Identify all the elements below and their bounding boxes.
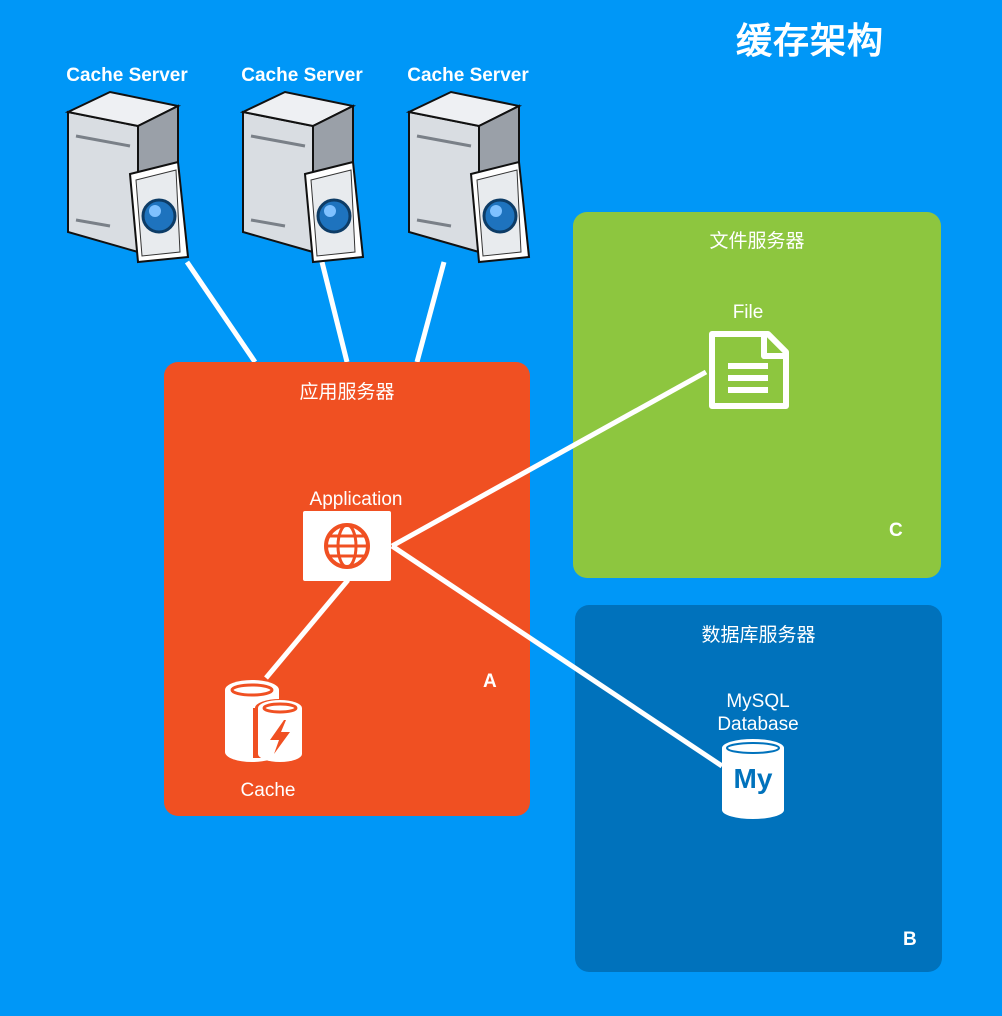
connector-app-db — [390, 543, 724, 769]
file-server-title: 文件服务器 — [709, 231, 805, 252]
app-server-letter: A — [483, 671, 497, 692]
diagram-title: 缓存架构 — [735, 20, 884, 61]
mysql-icon-text: My — [734, 763, 773, 794]
application-label: Application — [309, 489, 403, 510]
cache-server-label-3: Cache Server — [407, 65, 529, 86]
cache-server-label-2: Cache Server — [241, 65, 363, 86]
server-icon[interactable] — [60, 90, 190, 264]
connector-app-file — [390, 369, 708, 549]
mysql-icon[interactable]: My — [720, 738, 786, 820]
file-server-letter: C — [889, 520, 903, 541]
connector-server2-app — [319, 261, 350, 363]
connector-server1-app — [184, 260, 258, 364]
mysql-label-line1: MySQL — [726, 691, 790, 712]
db-server-letter: B — [903, 929, 917, 950]
file-label: File — [732, 302, 764, 323]
connector-app-cache — [264, 578, 350, 680]
mysql-label-line2: Database — [717, 714, 799, 735]
server-icon[interactable] — [235, 90, 365, 264]
db-server-title: 数据库服务器 — [701, 625, 816, 646]
cache-label: Cache — [240, 780, 296, 801]
server-icon[interactable] — [401, 90, 531, 264]
globe-icon[interactable] — [303, 511, 391, 581]
cache-server-label-1: Cache Server — [66, 65, 188, 86]
cache-icon[interactable] — [222, 678, 307, 764]
file-server-panel[interactable]: 文件服务器 C — [573, 212, 941, 578]
connector-server3-app — [414, 261, 447, 363]
app-server-title: 应用服务器 — [299, 382, 395, 403]
file-icon[interactable] — [706, 330, 790, 410]
